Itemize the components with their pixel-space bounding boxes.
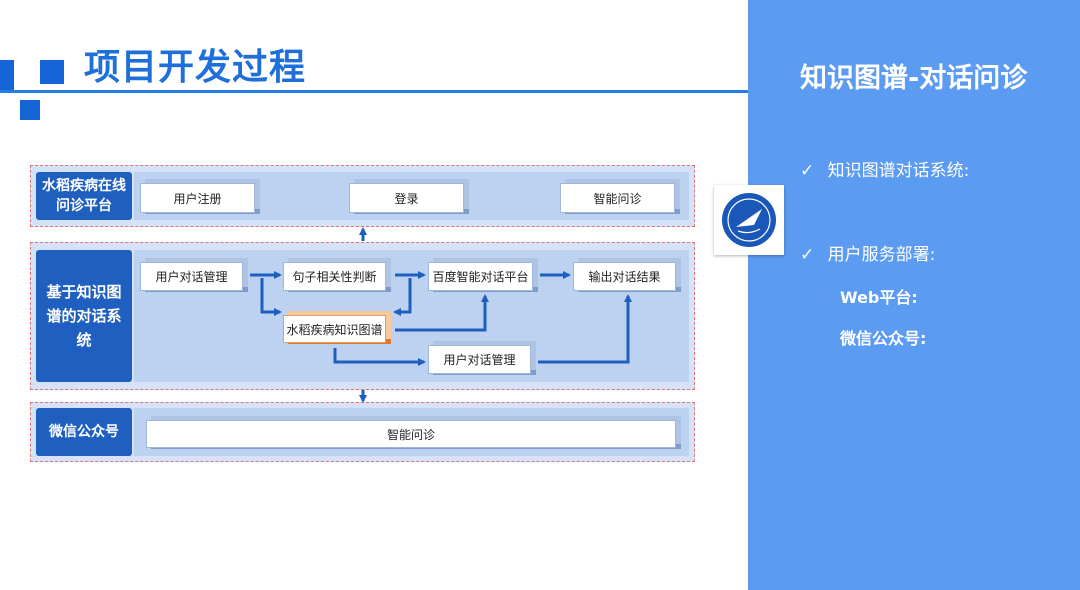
node-baidu-dialog-platform: 百度智能对话平台: [428, 262, 533, 291]
arrow-loop: [393, 278, 412, 316]
node-login: 登录: [349, 183, 464, 213]
arrow-to-graph: [260, 278, 282, 316]
node-smart-diagnosis-wechat: 智能问诊: [146, 420, 676, 448]
panel-subitem: Web平台:: [840, 288, 918, 307]
band-label: 微信公众号: [36, 408, 132, 456]
node-user-dialog-mgmt: 用户对话管理: [140, 262, 243, 291]
right-panel: [748, 0, 1080, 590]
arrow-to-output: [538, 294, 632, 364]
band-label: 水稻疾病在线问诊平台: [36, 172, 132, 220]
panel-item: ✓ 用户服务部署:: [800, 240, 935, 265]
panel-title: 知识图谱-对话问诊: [800, 63, 1028, 94]
band-label: 基于知识图谱的对话系统: [36, 250, 132, 382]
decor-square: [20, 100, 40, 120]
panel-item-label: 用户服务部署:: [827, 245, 936, 265]
university-logo: [714, 185, 784, 255]
node-user-register: 用户注册: [140, 183, 255, 213]
arrow-to-dialog-mgmt: [333, 348, 426, 366]
panel-item-label: 知识图谱对话系统:: [827, 161, 970, 181]
node-user-dialog-mgmt-2: 用户对话管理: [428, 345, 531, 374]
panel-subitem: 微信公众号:: [840, 329, 927, 348]
check-icon: ✓: [800, 161, 815, 181]
arrow-to-baidu: [395, 294, 489, 332]
node-sentence-relevance: 句子相关性判断: [283, 262, 386, 291]
header-divider: [0, 90, 748, 93]
panel-item: ✓ 知识图谱对话系统:: [800, 156, 969, 181]
node-knowledge-graph: 水稻疾病知识图谱: [283, 315, 386, 343]
node-output-result: 输出对话结果: [573, 262, 676, 291]
check-icon: ✓: [800, 245, 815, 265]
university-seal-icon: [722, 193, 776, 247]
decor-square: [40, 60, 64, 84]
node-smart-diagnosis: 智能问诊: [560, 183, 675, 213]
page-title: 项目开发过程: [84, 47, 307, 88]
decor-square: [0, 60, 14, 90]
